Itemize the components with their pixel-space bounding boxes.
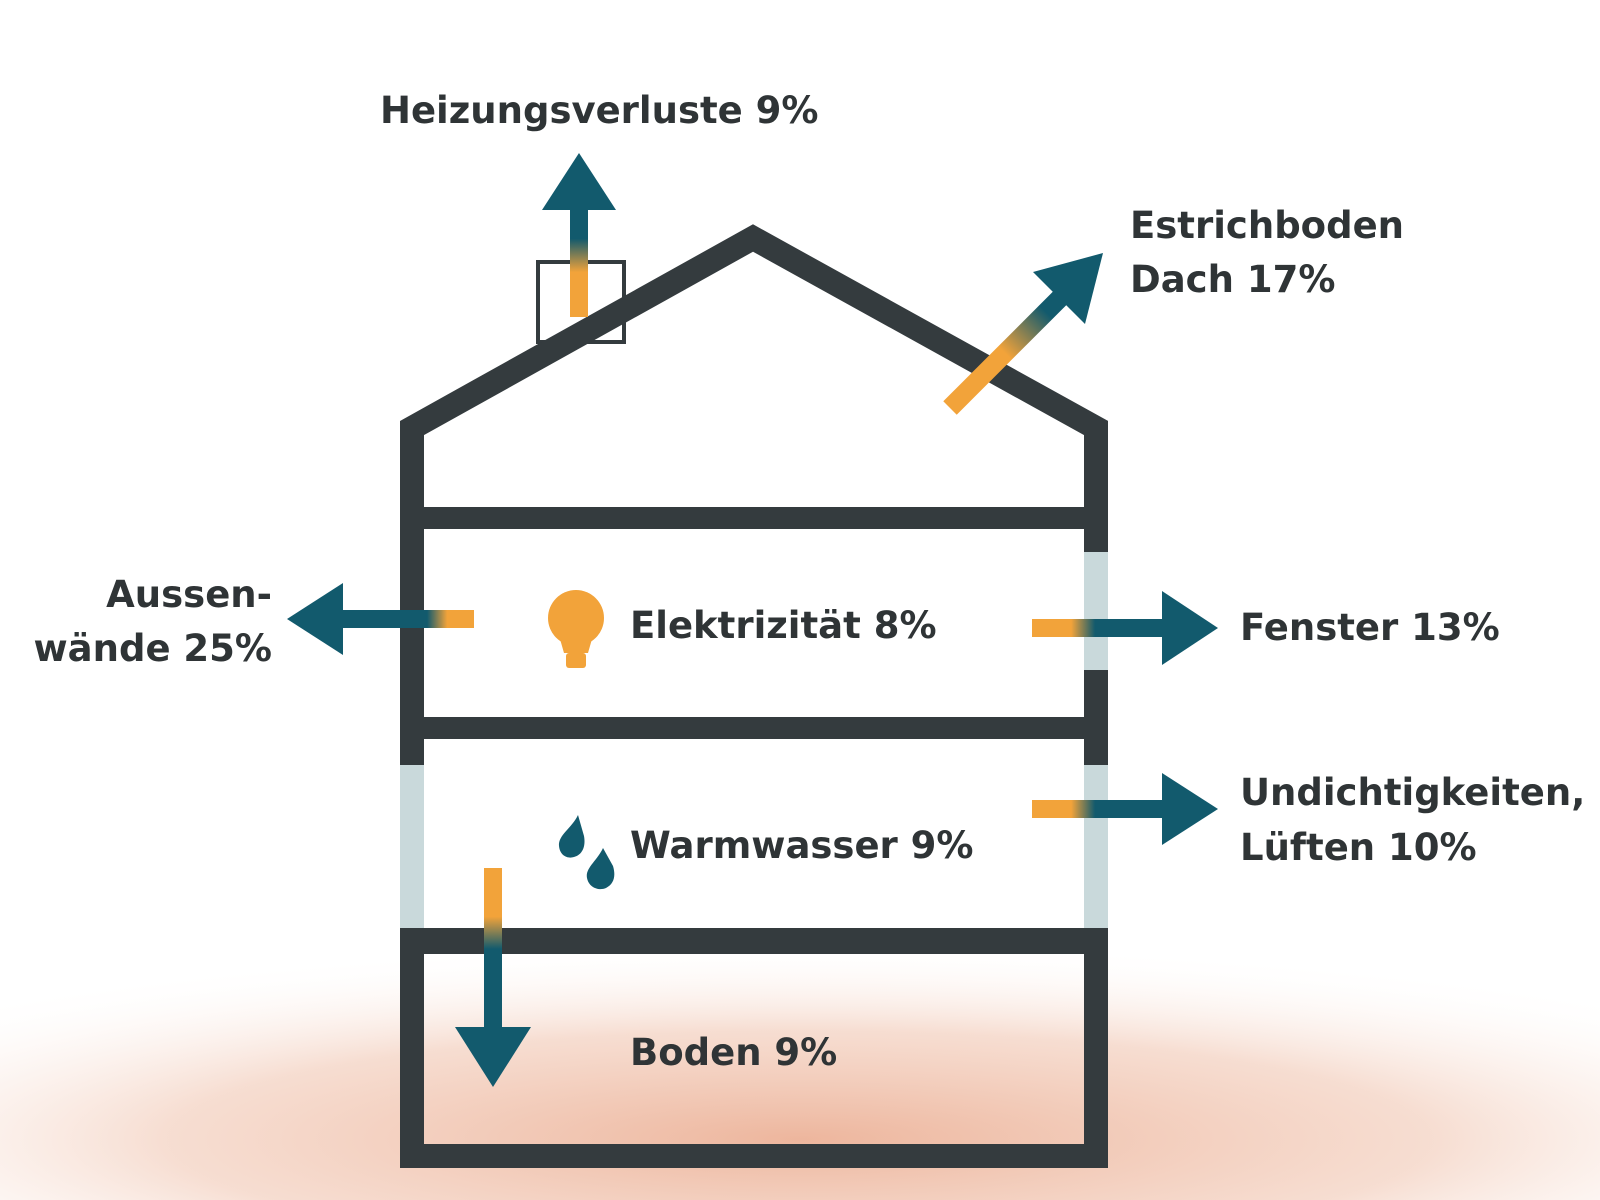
label-elektrizitaet: Elektrizität 8% <box>630 604 937 647</box>
label-undichtigkeiten: Undichtigkeiten, <box>1240 771 1585 814</box>
label-aussen: Aussen- <box>106 573 272 616</box>
lightbulb-icon <box>548 590 604 668</box>
label-dach: Dach 17% <box>1130 258 1335 301</box>
label-warmwasser: Warmwasser 9% <box>630 824 974 867</box>
label-boden: Boden 9% <box>630 1031 837 1074</box>
label-fenster: Fenster 13% <box>1240 606 1500 649</box>
window-left-lower <box>400 765 424 928</box>
label-heizungsverluste: Heizungsverluste 9% <box>380 89 818 132</box>
arrow-undichtigkeiten <box>1032 773 1218 845</box>
arrow-aussenwaende <box>287 583 474 655</box>
arrow-boden <box>455 868 531 1087</box>
house-outline <box>400 224 1108 1168</box>
label-estrichboden: Estrichboden <box>1130 204 1404 247</box>
arrow-heizung <box>542 153 616 317</box>
window-right-upper <box>1084 552 1108 670</box>
window-right-lower <box>1084 765 1108 928</box>
arrow-fenster <box>1032 591 1218 665</box>
water-drops-icon <box>558 815 615 890</box>
label-lueften: Lüften 10% <box>1240 826 1477 869</box>
arrow-estrich-dach <box>943 253 1103 415</box>
label-waende: wände 25% <box>33 627 272 670</box>
